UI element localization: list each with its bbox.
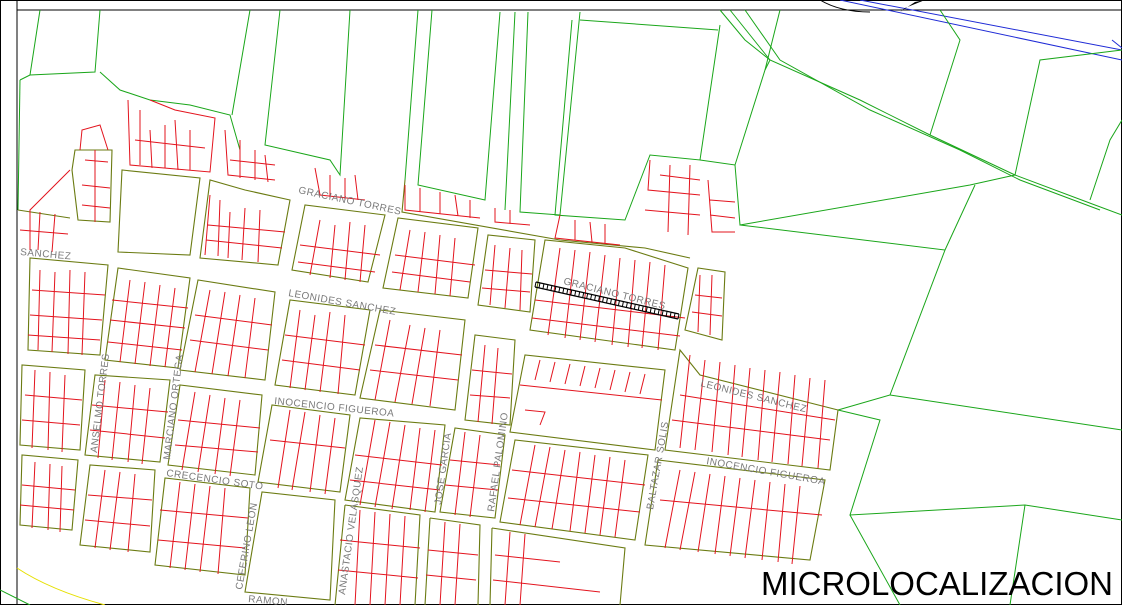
street-rafael-palomino: RAFAEL PALOMINO: [486, 412, 511, 513]
rural-parcels: [17, 9, 1122, 605]
street-ramon: RAMON: [248, 594, 289, 605]
street-anselmo-torres: ANSELMO TORRES: [89, 353, 112, 454]
marker-tick: [586, 293, 589, 299]
street-leonides-sanchez-west: SANCHEZ: [20, 247, 72, 262]
marker-tick: [621, 301, 624, 307]
street-ceferino-leon: CEFERINO LEON: [234, 502, 260, 591]
project-site-marker: [534, 281, 680, 320]
marker-tick: [649, 307, 652, 313]
marker-tick: [542, 283, 545, 289]
urban-blocks: [17, 149, 839, 605]
marker-tick: [558, 287, 561, 293]
marker-tick: [629, 303, 632, 309]
marker-tick: [594, 295, 597, 301]
marker-tick: [613, 299, 616, 305]
marker-tick: [637, 305, 640, 311]
marker-tick: [625, 302, 628, 308]
marker-arc: [819, 0, 871, 13]
marker-tick: [669, 312, 672, 318]
map-title: MICROLOCALIZACION: [761, 565, 1113, 602]
marker-tick: [590, 294, 593, 300]
marker-tick: [546, 284, 549, 290]
street-graciano-torres-west: GRACIANO TORRES: [297, 185, 402, 218]
marker-tick: [582, 292, 585, 298]
street-leonides-sanchez-center: LEONIDES SANCHEZ: [287, 288, 396, 318]
marker-tick: [566, 289, 569, 295]
marker-tick: [673, 313, 676, 319]
highway-lines: [839, 0, 1122, 61]
marker-tick: [677, 313, 680, 320]
marker-tick: [661, 310, 664, 316]
marker-tick: [554, 286, 557, 292]
marker-tick: [534, 281, 537, 288]
marker-tick: [609, 298, 612, 304]
marker-tick: [606, 297, 608, 304]
boundary-curve: [16, 567, 106, 605]
marker-tick: [653, 308, 656, 314]
marker-tick: [570, 289, 573, 296]
marker-tick: [633, 304, 636, 310]
marker-tick: [617, 300, 620, 306]
marker-tick: [665, 311, 668, 317]
marker-tick: [645, 306, 648, 312]
marker-tick: [657, 309, 660, 315]
street-baltazar-solis: BALTAZAR SOLIS: [645, 421, 671, 511]
marker-tick: [598, 296, 601, 302]
boundary-line: [0, 589, 31, 605]
marker-tick: [574, 290, 577, 296]
street-jose-garcia: JOSE GARCIA: [433, 432, 454, 506]
marker-tick: [562, 288, 565, 294]
street-graciano-torres-east: GRACIANO TORRES: [562, 276, 666, 312]
marker-tick: [550, 285, 553, 291]
lot-divisions: [19, 99, 836, 605]
marker-tick: [538, 282, 541, 288]
marker-tick: [578, 291, 581, 297]
marker-tick: [602, 297, 605, 303]
street-marciano-ortega: MARCIANO ORTEGA: [162, 354, 186, 461]
marker-tick: [641, 305, 644, 312]
